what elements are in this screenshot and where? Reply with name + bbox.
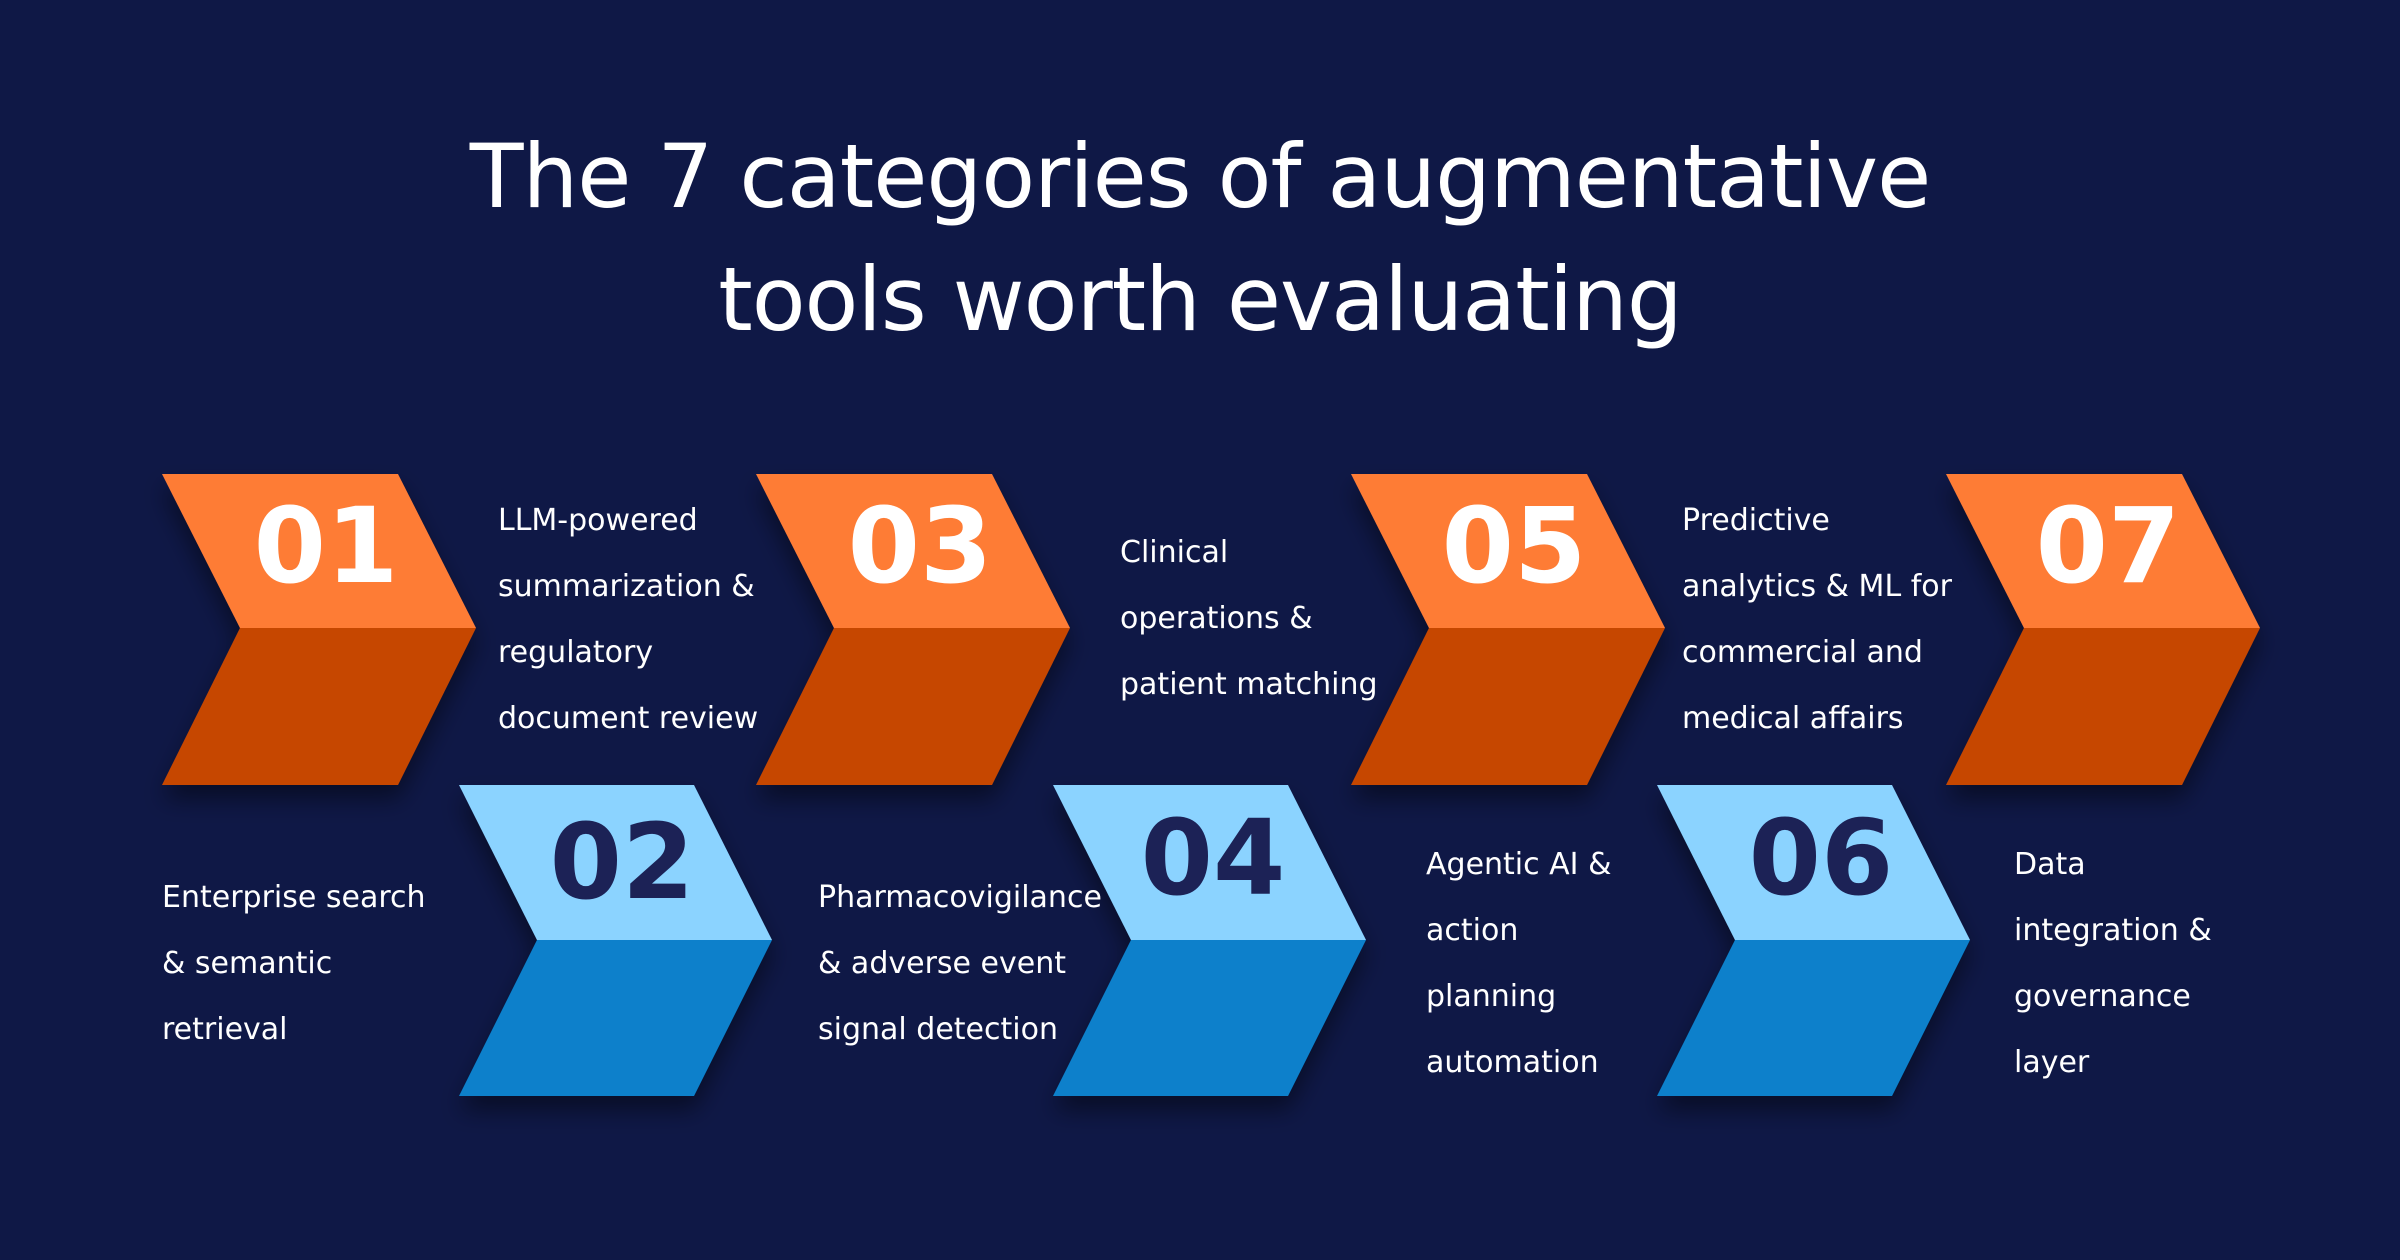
step-05-number: 05	[1442, 485, 1587, 607]
title-line-1: The 7 categories of augmentative	[469, 125, 1931, 228]
step-02-line-1: Enterprise search	[162, 880, 426, 915]
step-06-top-half	[1657, 785, 1970, 940]
diagram-title: The 7 categories of augmentative tools w…	[0, 115, 2400, 361]
step-03-line-1: Clinical	[1120, 535, 1229, 570]
step-01-line-2: summarization &	[498, 569, 755, 604]
step-07-bottom-half	[1946, 628, 2260, 785]
step-05-line-3: commercial and	[1682, 635, 1923, 670]
step-03-chevron: 03	[756, 474, 1070, 785]
step-04-number: 04	[1141, 797, 1286, 919]
step-04-description: Pharmacovigilance & adverse event signal…	[818, 865, 1102, 1063]
step-02-line-2: & semantic	[162, 946, 333, 981]
step-03-line-2: operations &	[1120, 601, 1313, 636]
step-04-line-3: signal detection	[818, 1012, 1058, 1047]
step-07-top-half	[1946, 474, 2260, 628]
step-01-line-4: document review	[498, 701, 759, 736]
step-03-description: Clinical operations & patient matching	[1120, 520, 1378, 718]
step-extra-line-1: Data	[2014, 847, 2086, 882]
step-extra-line-4: layer	[2014, 1045, 2090, 1080]
step-02-top-half	[459, 785, 772, 940]
step-01-line-3: regulatory	[498, 635, 654, 670]
step-06-chevron: 06	[1657, 785, 1970, 1096]
step-01-chevron: 01	[162, 474, 476, 785]
step-03-bottom-half	[756, 628, 1070, 785]
step-05-line-2: analytics & ML for	[1682, 569, 1952, 604]
step-02-bottom-half	[459, 940, 772, 1096]
step-03-top-half	[756, 474, 1070, 628]
step-07-number: 07	[2036, 485, 2181, 607]
step-07-chevron: 07	[1946, 474, 2260, 785]
title-line-2: tools worth evaluating	[718, 248, 1683, 351]
step-01-bottom-half	[162, 628, 476, 785]
step-06-number: 06	[1749, 797, 1894, 919]
step-05-top-half	[1351, 474, 1665, 628]
step-01-top-half	[162, 474, 476, 628]
step-04-chevron: 04	[1053, 785, 1366, 1096]
step-05-line-4: medical affairs	[1682, 701, 1904, 736]
step-05-description: Predictive analytics & ML for commercial…	[1682, 488, 1952, 752]
step-04-line-2: & adverse event	[818, 946, 1066, 981]
step-02-description: Enterprise search & semantic retrieval	[162, 865, 426, 1063]
step-04-bottom-half	[1053, 940, 1366, 1096]
step-01-number: 01	[254, 485, 399, 607]
step-05-line-1: Predictive	[1682, 503, 1830, 538]
step-06-line-4: automation	[1426, 1045, 1599, 1080]
step-02-chevron: 02	[459, 785, 772, 1096]
step-extra-description: Data integration & governance layer	[2014, 832, 2212, 1096]
step-02-number: 02	[550, 801, 695, 923]
step-06-description: Agentic AI & action planning automation	[1426, 832, 1611, 1096]
step-06-bottom-half	[1657, 940, 1970, 1096]
step-02-line-3: retrieval	[162, 1012, 288, 1047]
step-06-line-1: Agentic AI &	[1426, 847, 1612, 882]
step-05-chevron: 05	[1351, 474, 1665, 785]
step-06-line-2: action	[1426, 913, 1519, 948]
step-03-line-3: patient matching	[1120, 667, 1378, 702]
step-04-line-1: Pharmacovigilance	[818, 880, 1102, 915]
step-06-line-3: planning	[1426, 979, 1557, 1014]
step-01-description: LLM-powered summarization & regulatory d…	[498, 488, 758, 752]
step-extra-line-2: integration &	[2014, 913, 2212, 948]
step-04-top-half	[1053, 785, 1366, 940]
step-05-bottom-half	[1351, 628, 1665, 785]
step-extra-line-3: governance	[2014, 979, 2191, 1014]
step-01-line-1: LLM-powered	[498, 503, 698, 538]
step-03-number: 03	[848, 485, 993, 607]
